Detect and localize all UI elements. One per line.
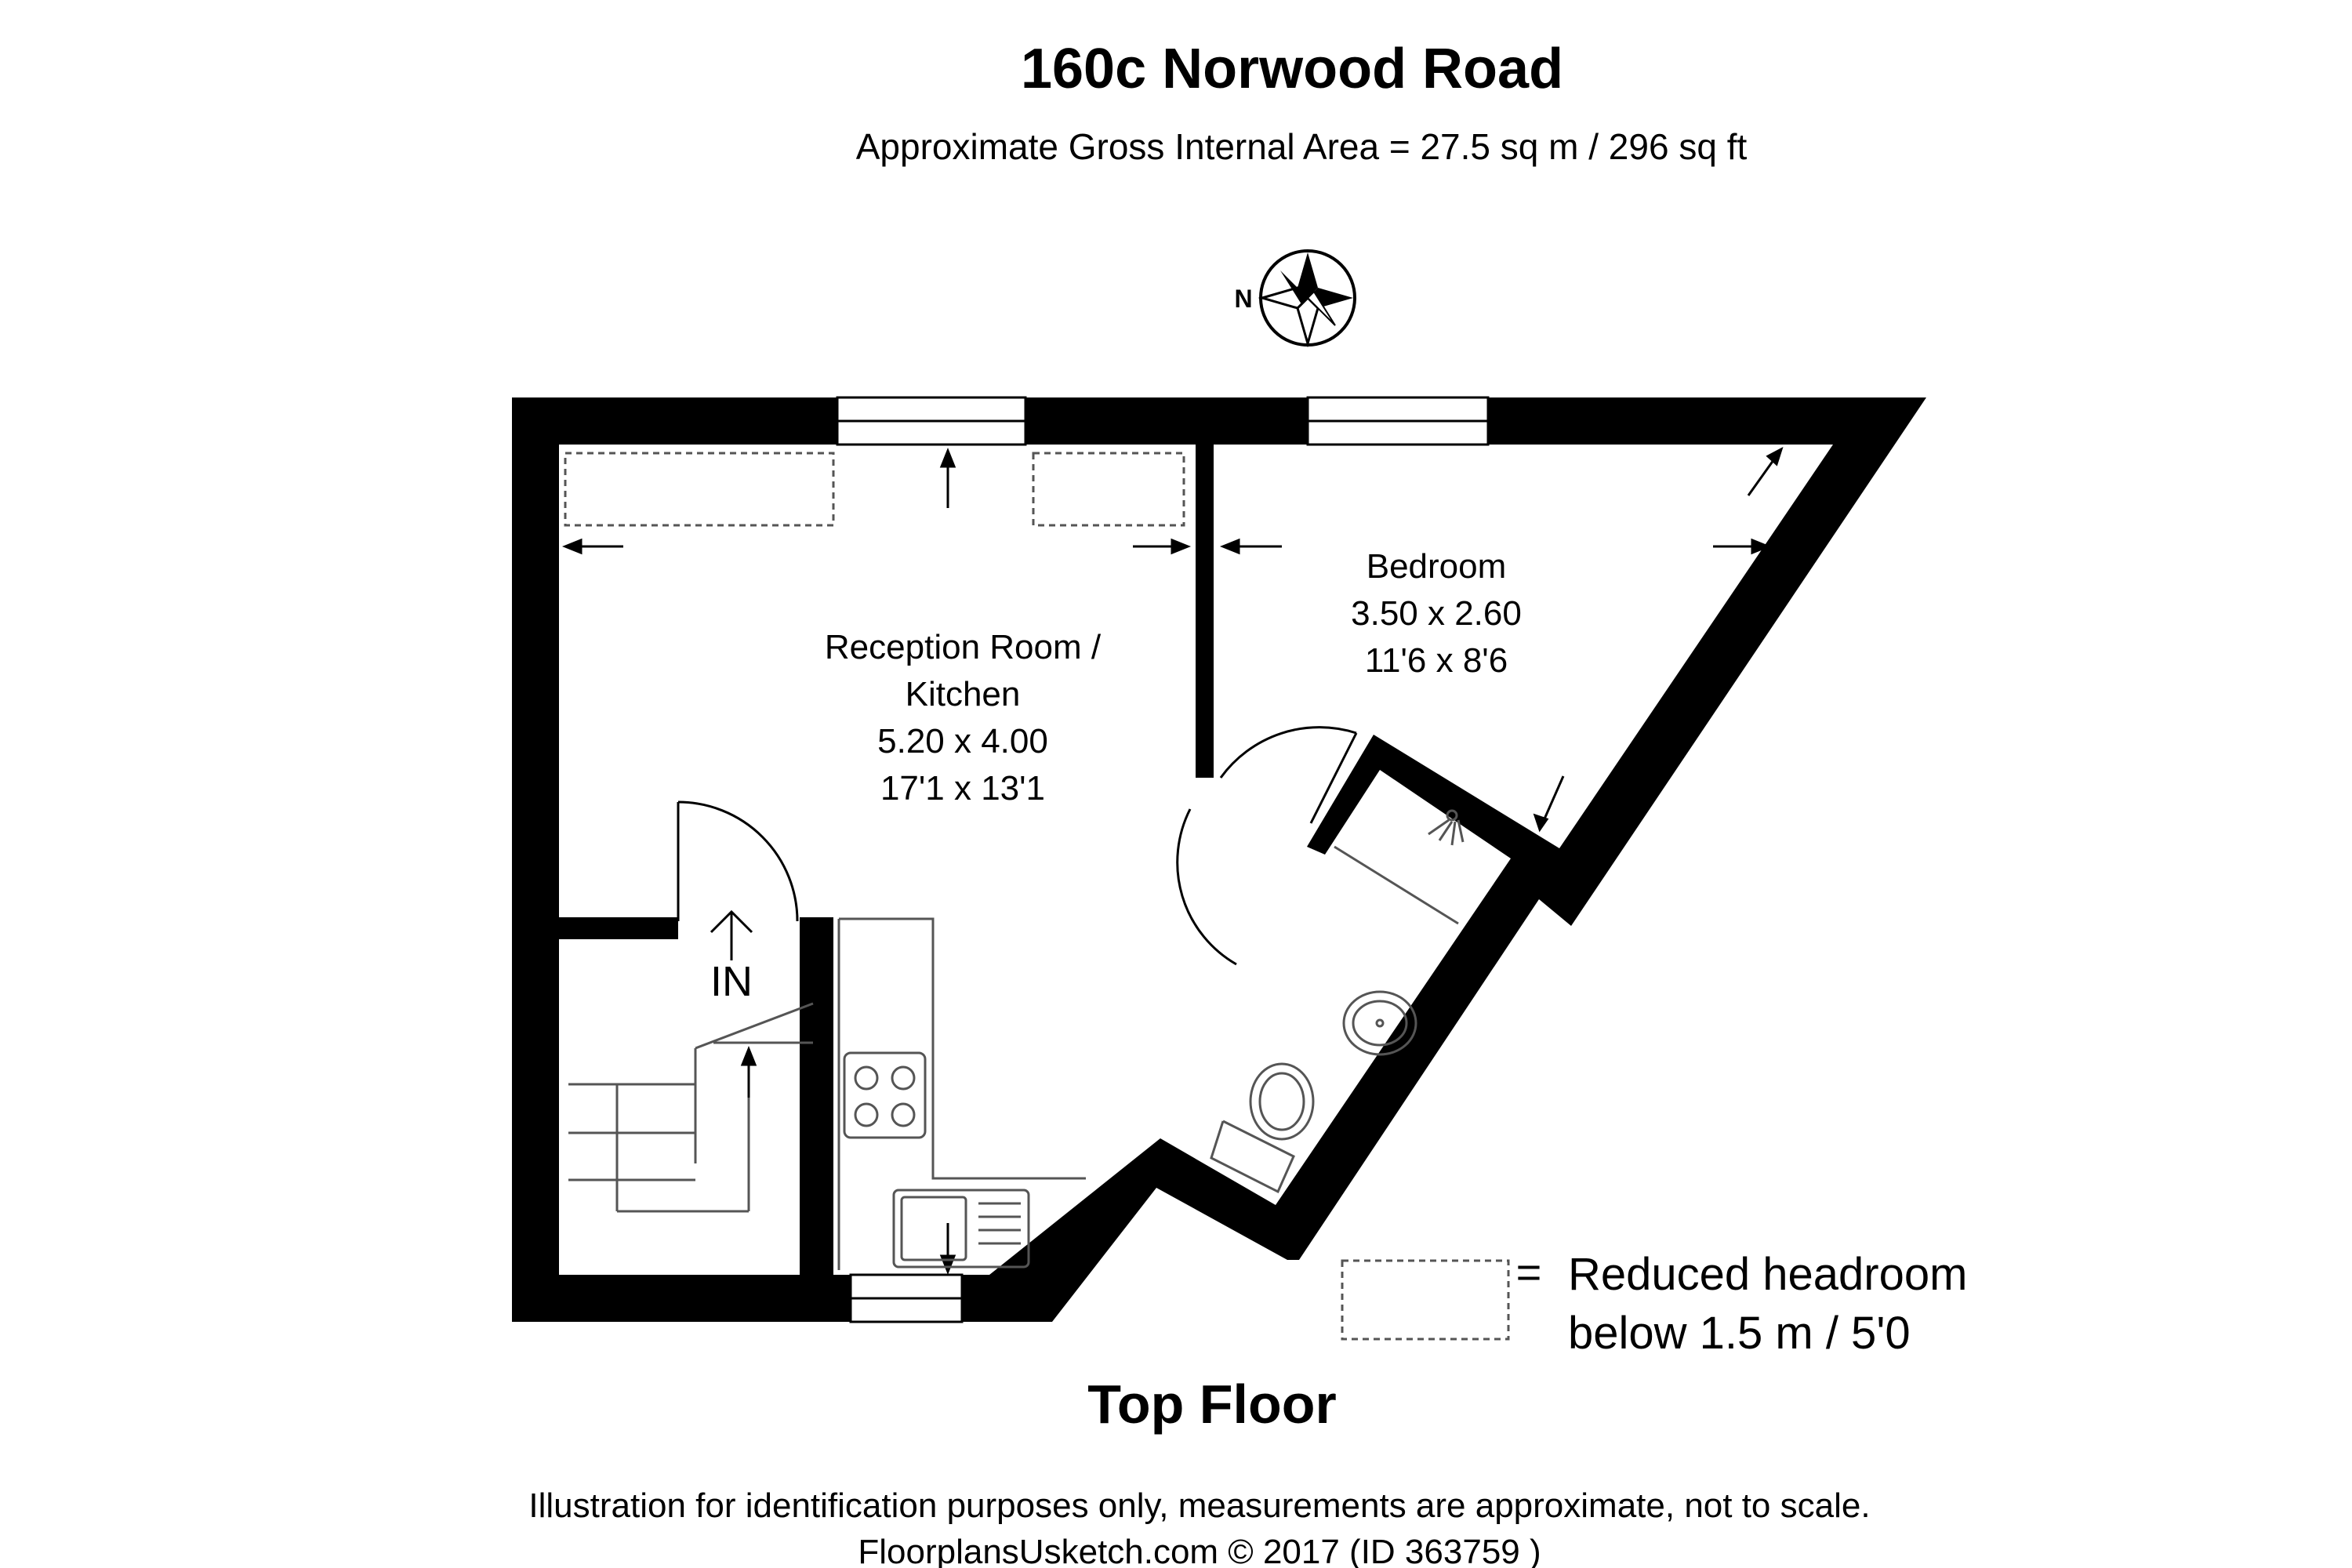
reduced-headroom-area — [564, 452, 835, 527]
bedroom-dimensions-imperial: 11'6 x 8'6 — [1365, 641, 1508, 680]
wall — [800, 917, 833, 1275]
reception-room-dimensions-metric: 5.20 x 4.00 — [877, 722, 1048, 760]
kitchen-counter — [837, 917, 1086, 1270]
staircase — [568, 1002, 814, 1213]
reduced-headroom-area — [1032, 452, 1185, 527]
credit-text: FloorplansUsketch.com © 2017 (ID 363759 … — [858, 1533, 1541, 1568]
plan-title: 160c Norwood Road — [1021, 38, 1563, 100]
reception-room-dimensions-imperial: 17'1 x 13'1 — [880, 769, 1045, 808]
bathroom-door — [1176, 726, 1358, 966]
floor-label: Top Floor — [1087, 1374, 1337, 1435]
compass-north-label: N — [1234, 285, 1252, 313]
shower-icon — [1334, 809, 1465, 925]
disclaimer-text: Illustration for identification purposes… — [528, 1486, 1870, 1525]
legend-text-line2: below 1.5 m / 5'0 — [1568, 1308, 1911, 1359]
entrance-arrow-icon — [710, 909, 753, 960]
wall — [512, 397, 1926, 1322]
dimension-arrows — [561, 446, 1784, 1276]
basin-icon — [1342, 990, 1417, 1056]
sink-icon — [892, 1189, 1030, 1269]
legend-swatch — [1341, 1259, 1510, 1341]
toilet-icon — [1210, 1062, 1315, 1194]
legend-equals: = — [1516, 1247, 1542, 1297]
compass-icon — [1258, 249, 1356, 348]
entrance-door — [677, 800, 799, 922]
area-subtitle: Approximate Gross Internal Area = 27.5 s… — [856, 126, 1748, 167]
entrance-label: IN — [710, 958, 753, 1005]
bedroom-name: Bedroom — [1367, 547, 1507, 586]
hob-icon — [843, 1051, 927, 1139]
reception-room-name: Reception Room / — [825, 628, 1102, 666]
legend-text-line1: Reduced headroom — [1568, 1249, 1967, 1300]
reception-room-name-line2: Kitchen — [906, 675, 1021, 713]
stairs-arrow-icon — [740, 1045, 757, 1098]
wall — [559, 917, 678, 939]
bedroom-dimensions-metric: 3.50 x 2.60 — [1351, 594, 1522, 633]
